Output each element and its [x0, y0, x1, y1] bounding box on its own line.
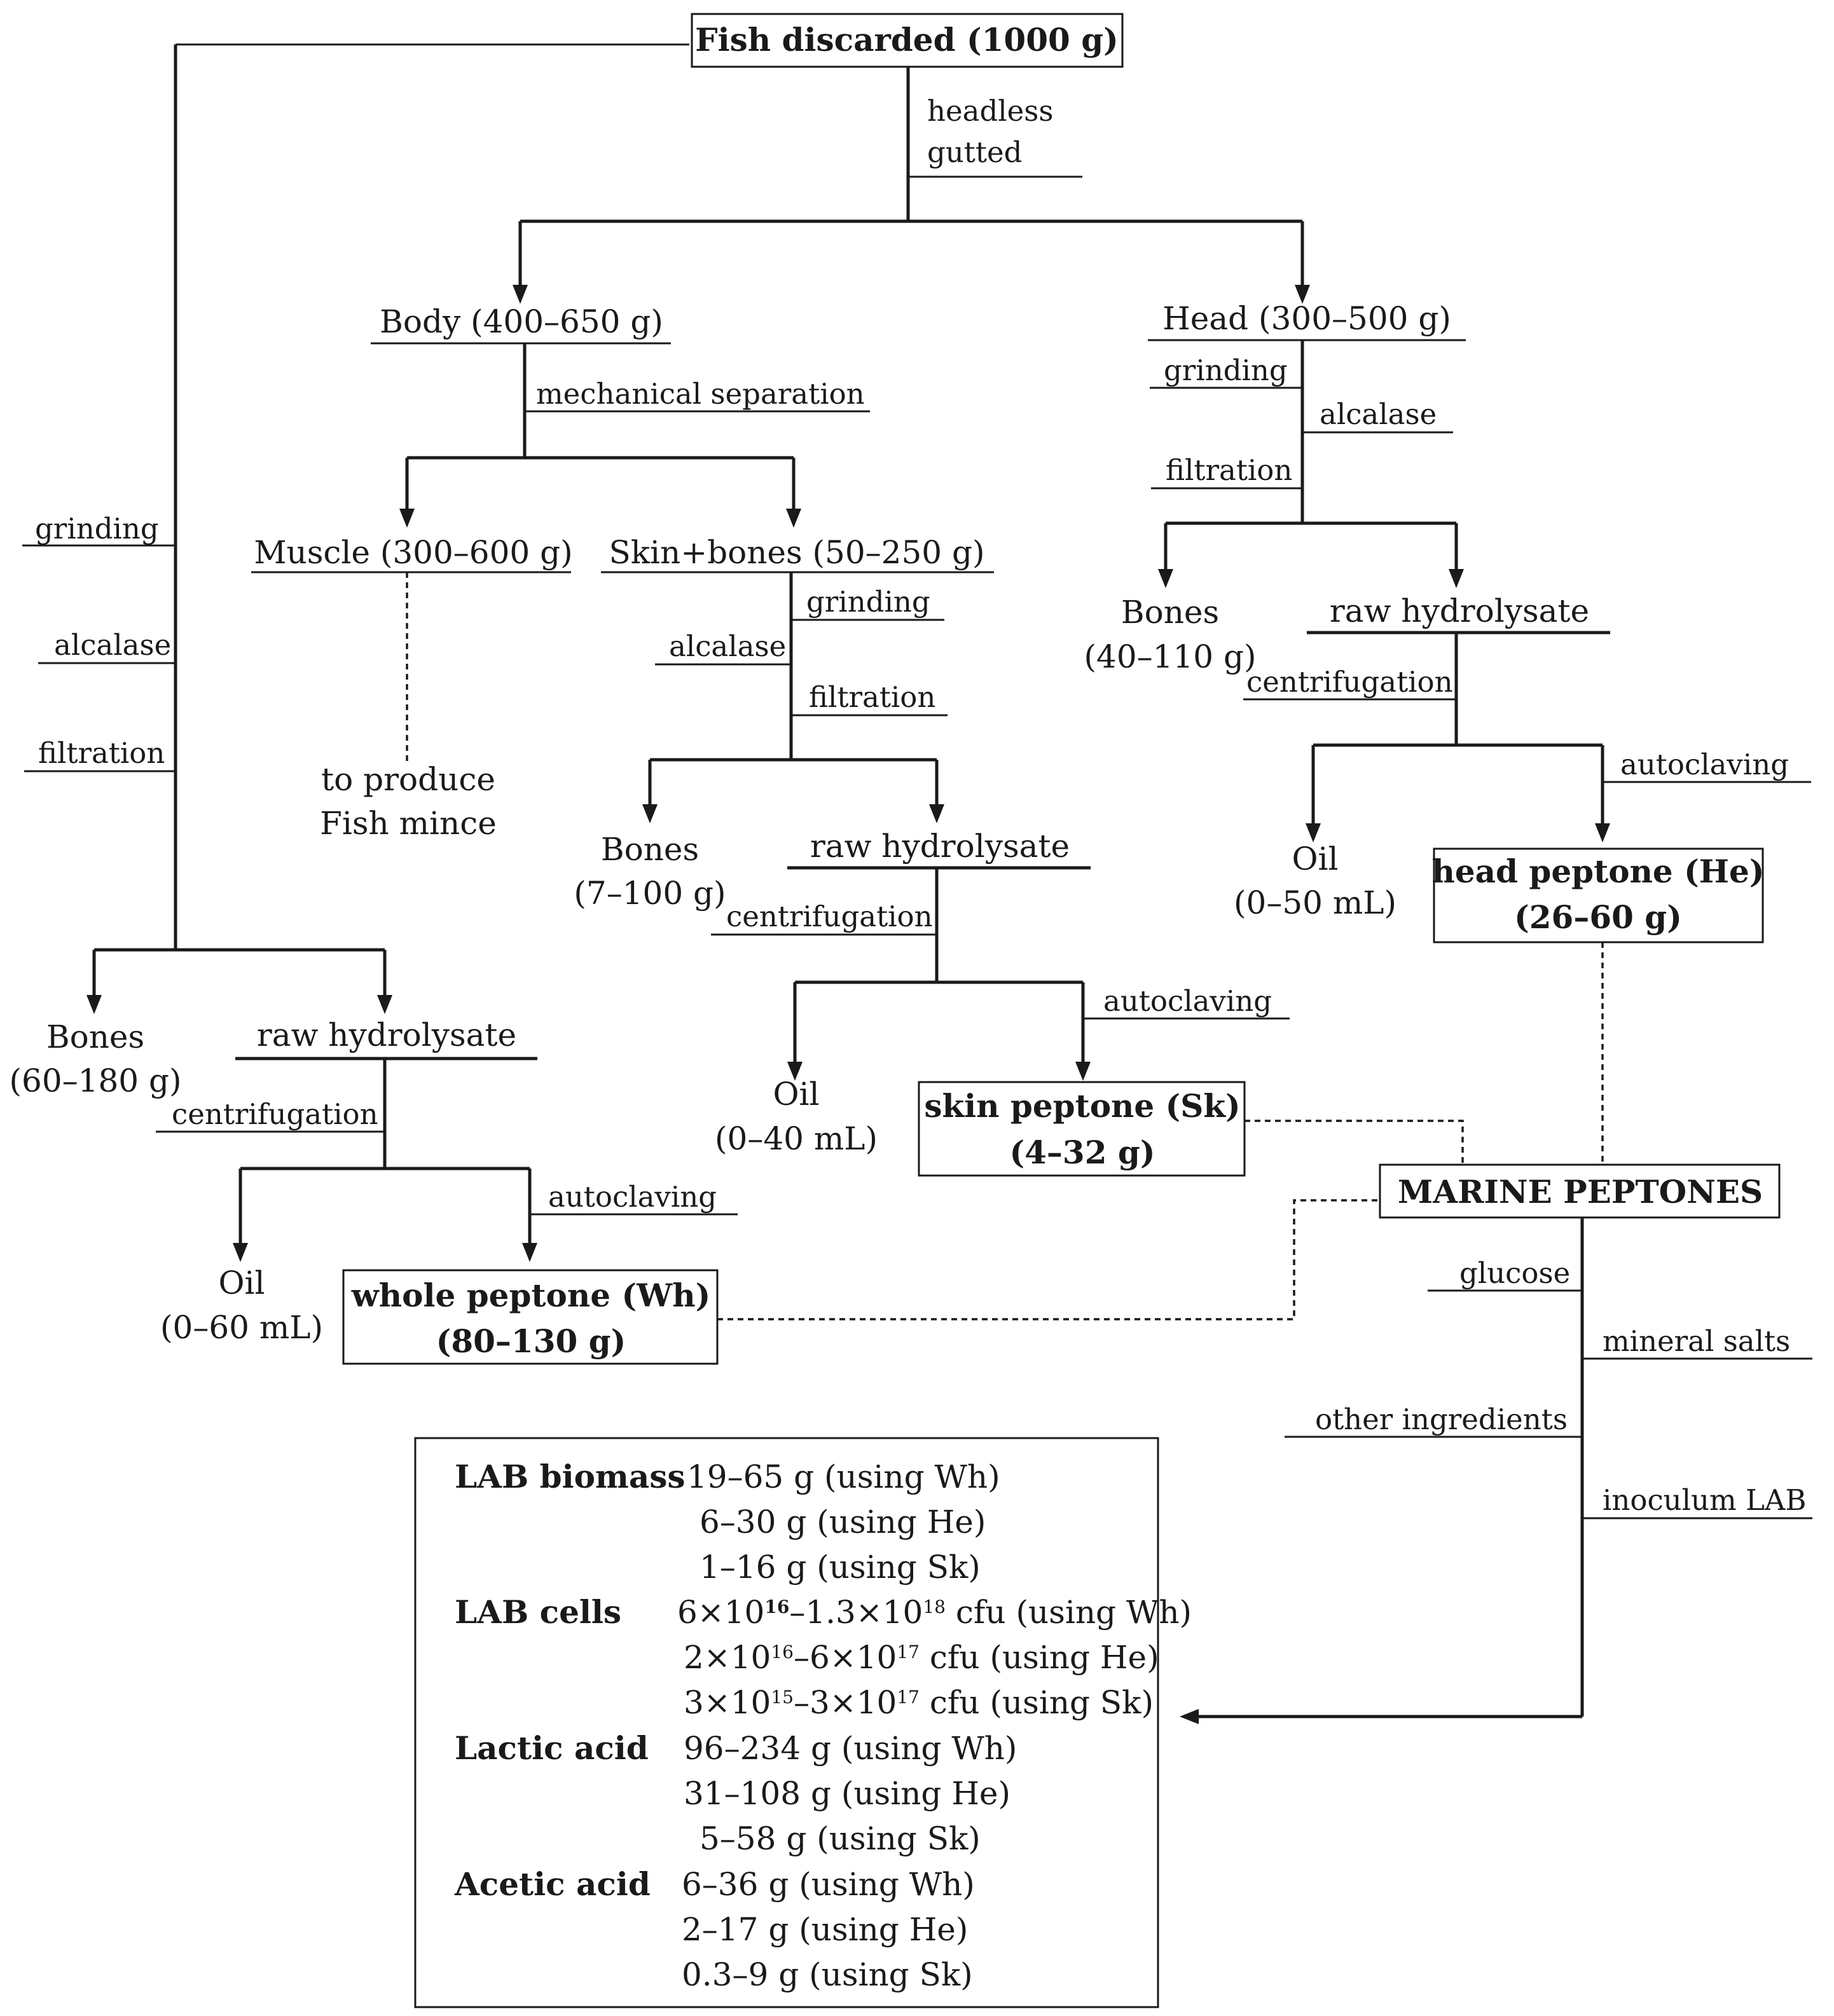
skin-peptone-amount: (4–32 g): [1009, 1134, 1155, 1171]
result-acetic-acid-label: Acetic acid: [454, 1865, 651, 1903]
bones-whole-label: Bones: [46, 1018, 144, 1055]
node-underlines: [235, 339, 1610, 1060]
bones-head-amount: (40–110 g): [1084, 638, 1257, 675]
skin-bones-label: Skin+bones (50–250 g): [609, 534, 984, 571]
results-box: [414, 1437, 1159, 2008]
raw-hydrolysate-skin: raw hydrolysate: [810, 828, 1070, 865]
result-acetic-wh: 6–36 g (using Wh): [682, 1866, 975, 1903]
results-content: LAB biomass 19–65 g (using Wh) 6–30 g (u…: [454, 1458, 1192, 1993]
head-label: Head (300–500 g): [1162, 300, 1451, 337]
step-filtration-head: filtration: [1166, 453, 1292, 487]
result-lab-cells-sk: 3×1015–3×1017 cfu (using Sk): [684, 1684, 1154, 1721]
body-label: Body (400–650 g): [380, 303, 663, 340]
step-autoclaving-skin: autoclaving: [1103, 984, 1272, 1018]
step-glucose: glucose: [1459, 1256, 1570, 1290]
bones-head-label: Bones: [1121, 594, 1219, 631]
step-alcalase-whole: alcalase: [54, 628, 171, 662]
fish-discarded-box: [691, 13, 1124, 68]
result-lab-cells-wh: 6×1016–1.3×1018 cfu (using Wh): [677, 1594, 1192, 1631]
step-centrifugation-skin: centrifugation: [726, 900, 933, 933]
step-grinding-whole: grinding: [35, 512, 159, 545]
bones-whole-amount: (60–180 g): [10, 1062, 182, 1099]
step-filtration-whole: filtration: [38, 736, 165, 770]
marine-peptones-label: MARINE PEPTONES: [1398, 1173, 1763, 1210]
result-lab-biomass-wh: 19–65 g (using Wh): [687, 1458, 1000, 1495]
oil-skin-label: Oil: [773, 1076, 820, 1113]
whole-peptone-label: whole peptone (Wh): [351, 1277, 711, 1314]
bones-skin-label: Bones: [601, 831, 699, 868]
oil-head-label: Oil: [1292, 840, 1339, 877]
skin-peptone-box: [918, 1081, 1246, 1177]
whole-peptone-amount: (80–130 g): [436, 1322, 626, 1360]
step-other-ingredients: other ingredients: [1315, 1402, 1568, 1436]
whole-peptone-box: [342, 1269, 719, 1365]
node-labels: Fish discarded (1000 g) Body (400–650 g)…: [10, 21, 1765, 1360]
step-mineral-salts: mineral salts: [1603, 1324, 1790, 1358]
step-alcalase-head: alcalase: [1320, 397, 1437, 431]
arrowheads: [86, 285, 1610, 1724]
skin-peptone-label: skin peptone (Sk): [924, 1087, 1240, 1125]
result-lab-biomass-he: 6–30 g (using He): [700, 1504, 986, 1540]
result-lactic-acid-label: Lactic acid: [455, 1729, 649, 1767]
head-peptone-label: head peptone (He): [1431, 853, 1764, 890]
result-lactic-wh: 96–234 g (using Wh): [684, 1730, 1017, 1767]
step-grinding-head: grinding: [1164, 353, 1288, 387]
step-filtration-skin: filtration: [809, 680, 935, 714]
result-lactic-sk: 5–58 g (using Sk): [700, 1820, 981, 1857]
step-grinding-skin: grinding: [806, 585, 930, 619]
result-lactic-he: 31–108 g (using He): [684, 1775, 1010, 1812]
oil-whole-label: Oil: [219, 1265, 265, 1301]
connectors: [22, 43, 1812, 1718]
step-alcalase-skin: alcalase: [669, 629, 786, 663]
boxes: [342, 13, 1781, 2008]
step-inoculum-lab: inoculum LAB: [1603, 1483, 1806, 1517]
step-labels: headless gutted mechanical separation gr…: [35, 94, 1806, 1517]
step-headless: headless: [927, 94, 1053, 128]
step-gutted: gutted: [927, 135, 1022, 169]
oil-skin-amount: (0–40 mL): [715, 1120, 878, 1157]
fish-mince-label: Fish mince: [320, 805, 497, 842]
step-autoclaving-head: autoclaving: [1620, 748, 1789, 781]
result-lab-biomass-label: LAB biomass: [455, 1458, 686, 1495]
muscle-label: Muscle (300–600 g): [254, 534, 572, 571]
result-lab-biomass-sk: 1–16 g (using Sk): [700, 1549, 981, 1586]
oil-head-amount: (0–50 mL): [1234, 884, 1396, 921]
oil-whole-amount: (0–60 mL): [160, 1309, 323, 1346]
step-centrifugation-head: centrifugation: [1246, 665, 1453, 699]
step-mechanical-separation: mechanical separation: [536, 377, 865, 411]
head-peptone-box: [1433, 847, 1764, 943]
head-peptone-amount: (26–60 g): [1514, 898, 1682, 936]
raw-hydrolysate-head: raw hydrolysate: [1330, 593, 1589, 629]
step-autoclaving-whole: autoclaving: [548, 1180, 717, 1214]
fish-discarded-label: Fish discarded (1000 g): [695, 21, 1119, 58]
result-lab-cells-he: 2×1016–6×1017 cfu (using He): [684, 1639, 1159, 1676]
result-acetic-sk: 0.3–9 g (using Sk): [682, 1956, 973, 1993]
marine-peptones-box: [1379, 1163, 1781, 1219]
result-acetic-he: 2–17 g (using He): [682, 1911, 968, 1948]
to-produce-label: to produce: [321, 761, 495, 798]
raw-hydrolysate-whole: raw hydrolysate: [257, 1017, 516, 1053]
bones-skin-amount: (7–100 g): [574, 875, 726, 912]
step-centrifugation-whole: centrifugation: [172, 1097, 378, 1131]
result-lab-cells-label: LAB cells: [455, 1593, 621, 1631]
